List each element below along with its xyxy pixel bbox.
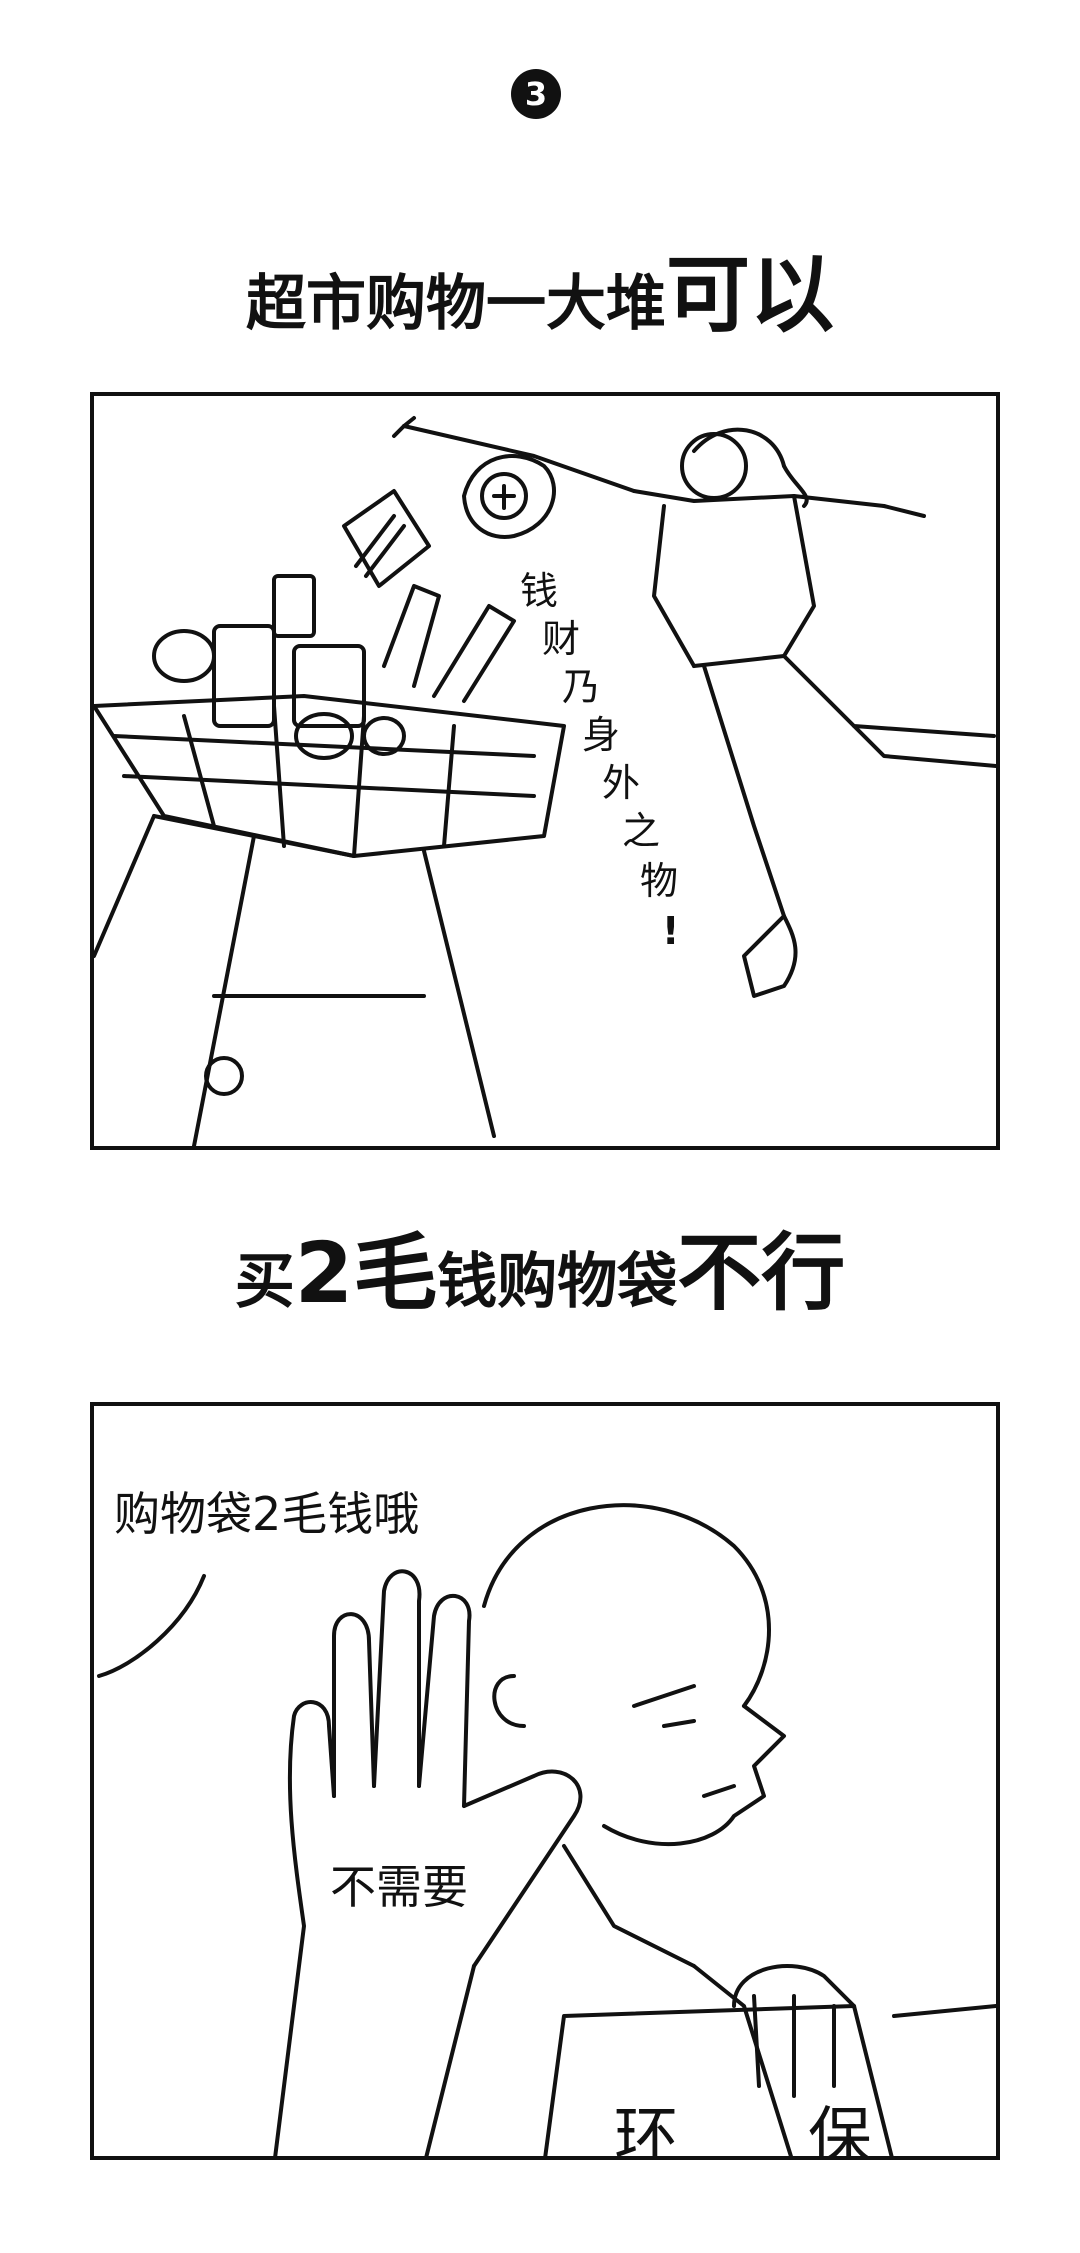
comic-panel-refuse-bag: 购物袋2毛钱哦 不需要 环保 xyxy=(90,1402,1000,2160)
refuse-bag-illustration xyxy=(97,1503,996,2156)
vertical-text-char: 物 xyxy=(640,859,679,903)
heading-small-text: 超市购物一大堆 xyxy=(245,269,666,339)
vertical-text-char: 财 xyxy=(542,617,581,661)
heading-part: 不行 xyxy=(677,1224,846,1322)
palm-text: 不需要 xyxy=(330,1860,468,1914)
step-number-badge: 3 xyxy=(511,69,561,119)
speech-bubble-text: 购物袋2毛钱哦 xyxy=(114,1487,420,1541)
vertical-text-char: 钱 xyxy=(520,569,559,613)
vertical-text-char: ! xyxy=(662,909,680,953)
heading-bag-not-ok: 买2毛钱购物袋不行 xyxy=(0,1206,1080,1327)
bag-text: 环保 xyxy=(614,2101,1000,2160)
vertical-text-char: 乃 xyxy=(562,665,601,709)
heading-shopping-ok: 超市购物一大堆可以 xyxy=(0,228,1080,349)
shopping-cart-illustration xyxy=(94,416,996,1146)
heading-large-text: 可以 xyxy=(665,246,834,344)
vertical-text-char: 身 xyxy=(582,713,621,757)
heading-part: 2毛 xyxy=(294,1224,438,1322)
heading-part: 买 xyxy=(234,1247,295,1317)
comic-panel-shopping-cart: 钱 财 乃 身 外 之 物 ! xyxy=(90,392,1000,1150)
heading-part: 钱购物袋 xyxy=(437,1247,678,1317)
vertical-text-char: 外 xyxy=(602,761,641,805)
vertical-text-char: 之 xyxy=(622,809,661,853)
